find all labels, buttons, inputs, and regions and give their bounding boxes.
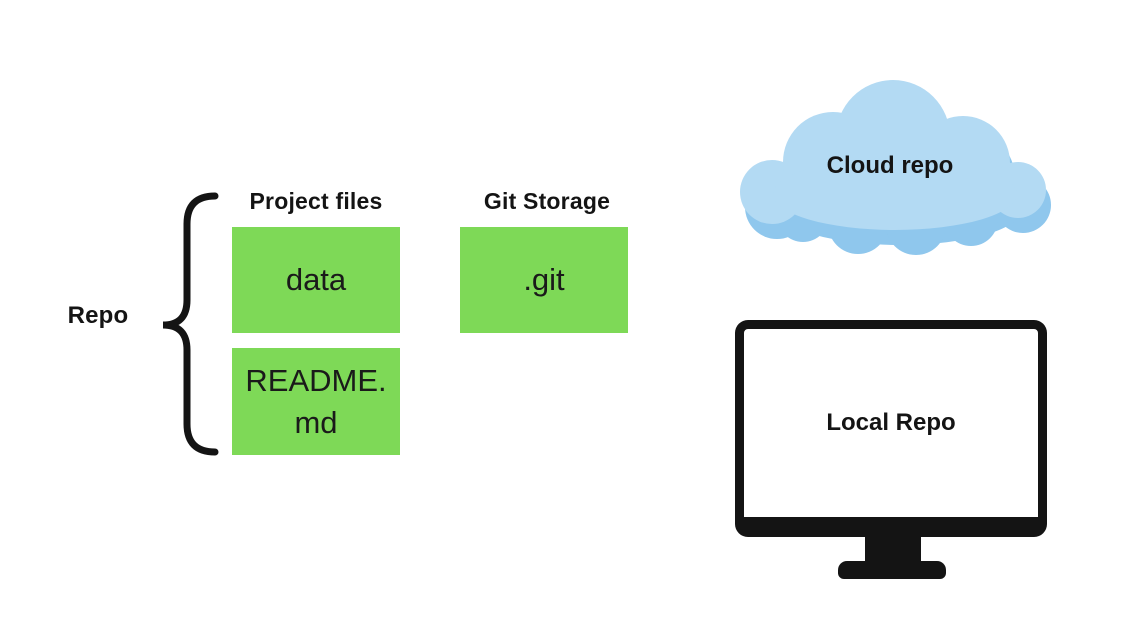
cloud-icon <box>740 80 1051 255</box>
monitor-stand-base <box>838 561 946 579</box>
monitor-stand-neck <box>865 536 921 563</box>
data-box: data <box>232 227 400 333</box>
cloud-repo-label: Cloud repo <box>826 152 954 179</box>
curly-brace-icon <box>162 192 219 456</box>
local-repo-label: Local Repo <box>826 409 956 436</box>
git-storage-heading: Git Storage <box>483 188 611 214</box>
readme-box: README. md <box>232 348 400 455</box>
project-files-heading: Project files <box>249 188 383 214</box>
repo-label: Repo <box>67 302 129 329</box>
git-folder-box: .git <box>460 227 628 333</box>
cloud-repo: Cloud repo <box>728 76 1052 256</box>
monitor-icon: Local Repo <box>735 320 1047 537</box>
